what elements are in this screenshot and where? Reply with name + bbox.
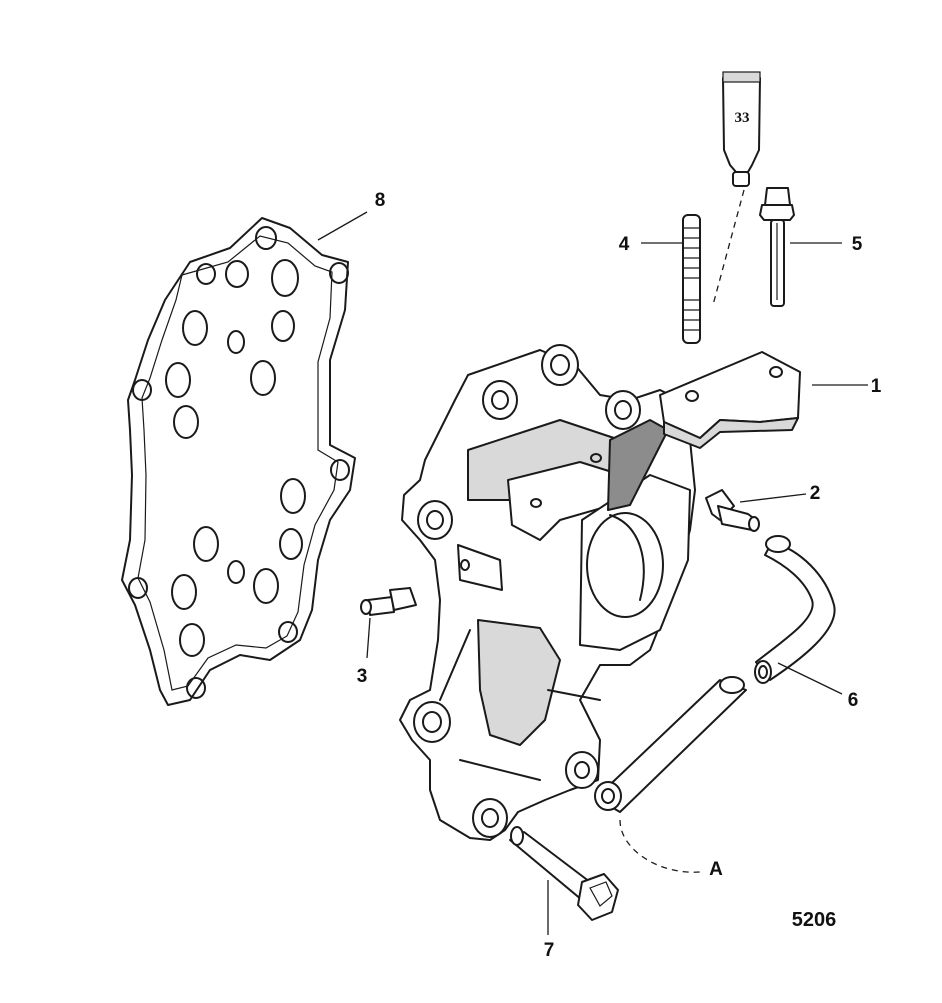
- callout-A: A: [709, 859, 723, 880]
- leader-lines: [317, 211, 868, 935]
- bolt-part-7: [509, 826, 619, 921]
- stud-part-4: [682, 214, 701, 344]
- gasket-part-8: [121, 217, 356, 706]
- figure-number: 5206: [792, 909, 837, 931]
- sealant-tube-label: 33: [735, 110, 750, 126]
- hose-part-6: [754, 535, 836, 684]
- bolt-part-5: [759, 187, 795, 307]
- fitting-part-2: [705, 489, 760, 532]
- callout-8: 8: [375, 190, 386, 211]
- callout-4: 4: [619, 234, 630, 255]
- callouts: 8 4 5 1 2 3 6 A 7: [357, 190, 882, 961]
- sealant-tube: 33: [712, 71, 761, 306]
- callout-1: 1: [871, 376, 882, 397]
- fitting-part-3: [360, 587, 417, 616]
- callout-2: 2: [810, 483, 821, 504]
- straight-hose: [594, 676, 747, 873]
- callout-6: 6: [848, 690, 859, 711]
- callout-5: 5: [852, 234, 863, 255]
- callout-7: 7: [544, 940, 555, 961]
- callout-3: 3: [357, 666, 368, 687]
- housing-part-1: [399, 344, 801, 841]
